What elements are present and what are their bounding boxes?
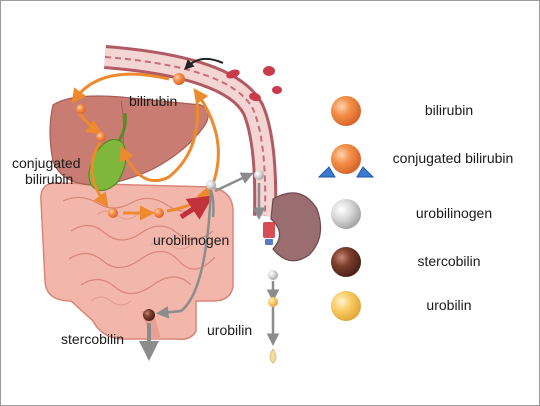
urine-drop-icon — [269, 348, 277, 364]
legend-stercobilin-icon — [331, 247, 361, 277]
liver-shape — [49, 95, 209, 186]
urobilinogen-ball-icon — [206, 180, 216, 190]
conjugated-bilirubin-ball-icon — [96, 132, 106, 142]
blood-vessel — [104, 45, 278, 217]
urobilin-ball-icon — [268, 297, 278, 307]
bilirubin-ball-icon — [173, 73, 185, 85]
legend-label-stercobilin: stercobilin — [417, 253, 481, 269]
legend-urobilinogen-icon — [331, 199, 361, 229]
reabsorption-arrow — [179, 195, 214, 220]
rbc-breakdown-arrow — [184, 57, 224, 70]
bilirubin-ball-icon — [154, 208, 164, 218]
urobilinogen-ball-icon — [254, 170, 264, 180]
urobilinogen-ball-icon — [268, 270, 278, 280]
bilirubin-label: bilirubin — [129, 93, 178, 109]
legend-label-conjugated-bilirubin: conjugated bilirubin — [392, 150, 514, 166]
legend-label-urobilin: urobilin — [426, 297, 472, 313]
urobilinogen-label: urobilinogen — [153, 232, 230, 248]
legend-label-urobilinogen: urobilinogen — [415, 205, 493, 221]
conjugated-label-line1: conjugated — [12, 155, 81, 171]
kidney-shape — [263, 192, 322, 262]
urobilin-label: urobilin — [207, 322, 253, 338]
stercobilin-label: stercobilin — [61, 331, 125, 347]
legend-label-bilirubin: bilirubin — [424, 102, 474, 118]
legend-bilirubin-icon — [331, 96, 361, 126]
gallbladder-shape — [88, 112, 127, 192]
stercobilin-ball-icon — [143, 309, 155, 321]
red-blood-cells — [226, 66, 282, 102]
conjugated-bilirubin-ball-icon — [108, 208, 118, 218]
legend-icons — [317, 96, 375, 321]
conjugated-label-line2: bilirubin — [25, 171, 74, 187]
legend-urobilin-icon — [331, 291, 361, 321]
legend-conjugated-bilirubin-icon — [317, 144, 375, 178]
bilirubin-ball-icon — [76, 104, 86, 114]
